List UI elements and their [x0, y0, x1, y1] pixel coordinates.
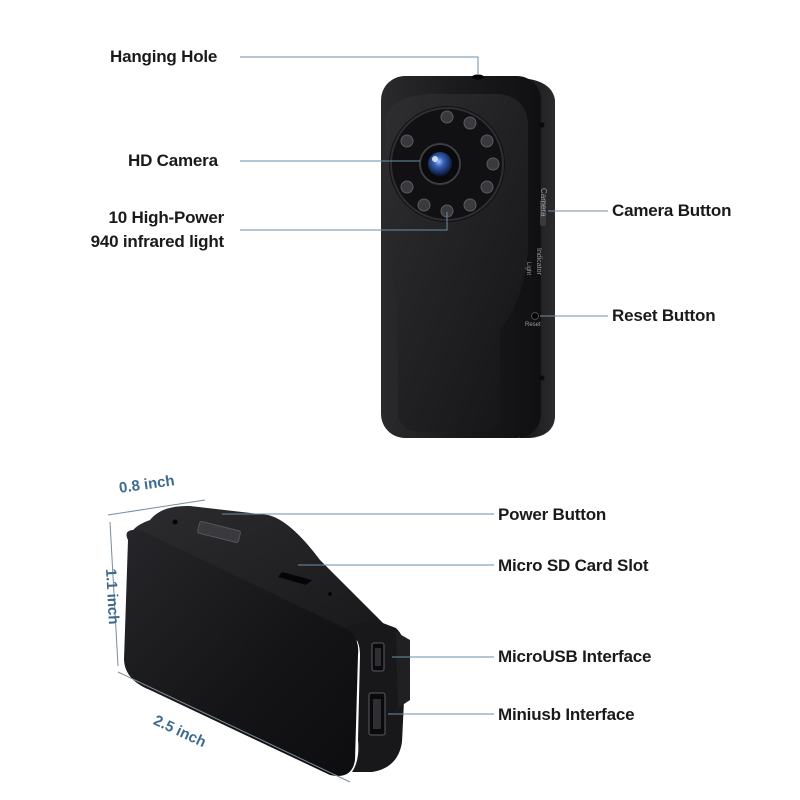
- device-print-indicator: Indicator: [535, 248, 542, 275]
- top-device: [381, 74, 555, 438]
- device-print-camera: Camera: [539, 188, 548, 217]
- label-hanging-hole: Hanging Hole: [110, 47, 218, 66]
- hanging-hole: [472, 74, 484, 80]
- device-print-reset: Reset: [525, 322, 541, 328]
- micro-sd-slot[interactable]: [278, 572, 312, 585]
- bottom-device: [124, 505, 410, 776]
- device-print-light: Light: [525, 262, 531, 276]
- bottom-device-top: [129, 505, 392, 642]
- bottom-device-front: [124, 529, 359, 776]
- label-camera-button: Camera Button: [612, 201, 732, 220]
- reset-button[interactable]: [531, 312, 539, 320]
- label-micro-sd-slot: Micro SD Card Slot: [498, 556, 649, 575]
- power-button[interactable]: [197, 521, 241, 543]
- label-miniusb-interface: Miniusb Interface: [498, 705, 635, 724]
- label-power-button: Power Button: [498, 505, 607, 524]
- camera-button[interactable]: [540, 200, 546, 226]
- label-infrared-line2: 940 infrared light: [90, 232, 225, 251]
- label-infrared-line1: 10 High-Power: [108, 208, 225, 227]
- leader-lines: [222, 56, 608, 715]
- dimension-lines: [107, 499, 351, 783]
- label-hd-camera: HD Camera: [128, 151, 218, 170]
- infrared-leds: [400, 110, 500, 218]
- label-reset-button: Reset Button: [612, 306, 716, 325]
- label-microusb-interface: MicroUSB Interface: [498, 647, 652, 666]
